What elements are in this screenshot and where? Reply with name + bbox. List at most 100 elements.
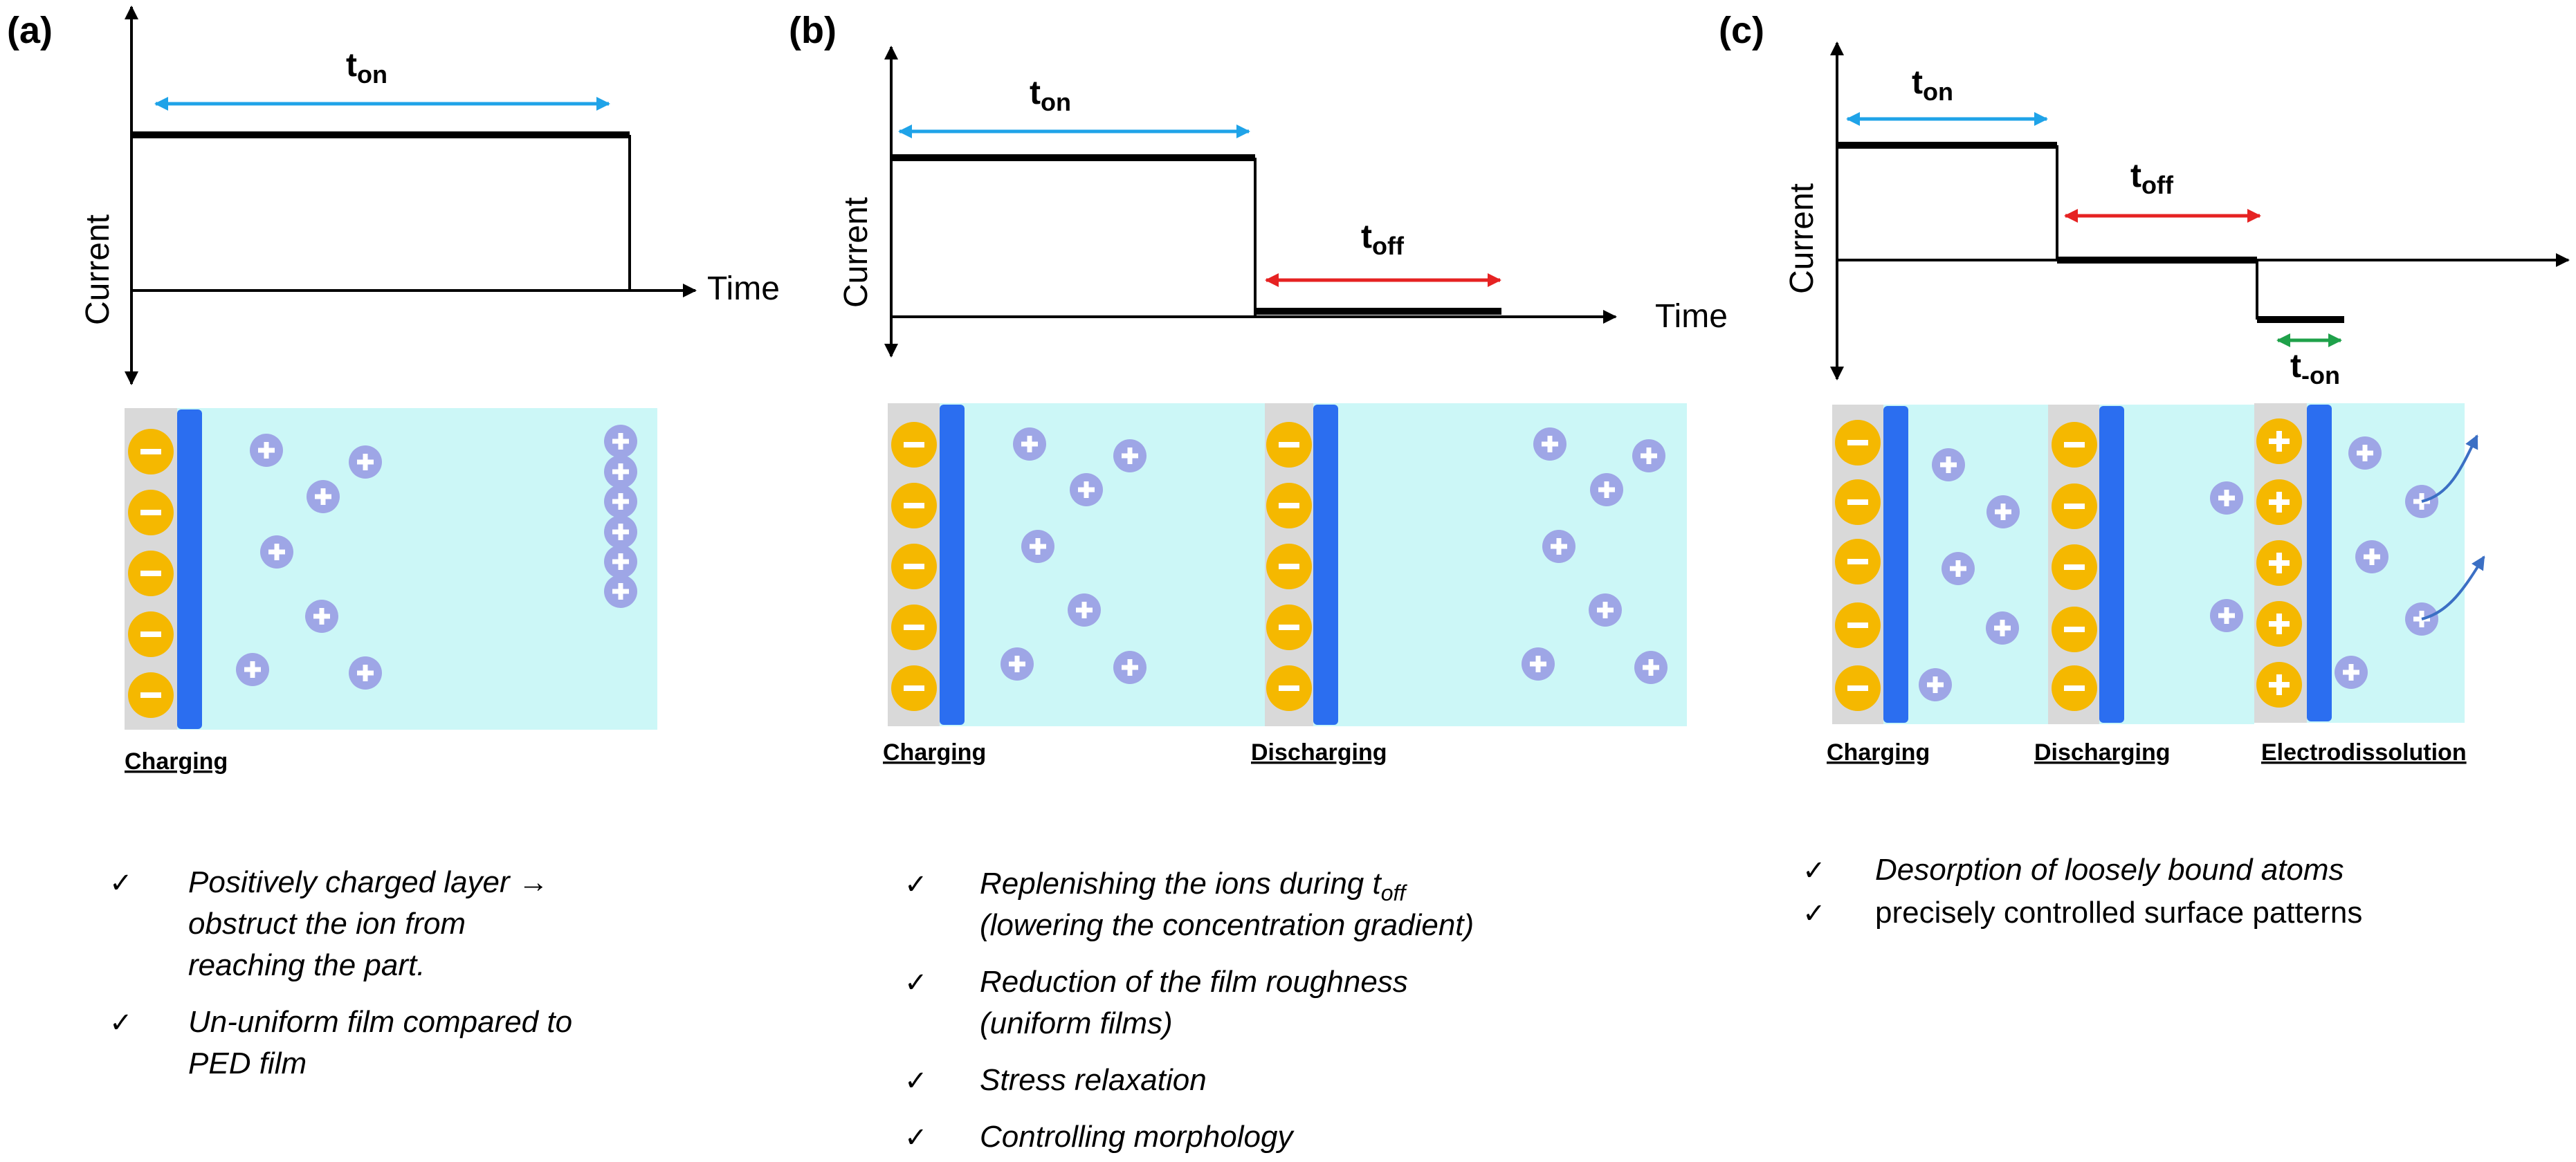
negative-charge-icon bbox=[2052, 483, 2097, 529]
panel-b-waveform: ton toff Current Time bbox=[838, 46, 1728, 358]
current-label: Current bbox=[80, 214, 116, 325]
cation-icon bbox=[2335, 656, 2368, 689]
caption-charging: Charging bbox=[883, 739, 986, 766]
bullet-text: Desorption of loosely bound atoms bbox=[1875, 853, 2344, 887]
check-icon: ✓ bbox=[109, 867, 133, 899]
cation-icon bbox=[1919, 668, 1952, 701]
adsorbed-anion-column bbox=[2052, 422, 2097, 711]
deposited-film bbox=[940, 405, 965, 725]
positive-charge-icon bbox=[2256, 479, 2302, 525]
cation-icon bbox=[250, 434, 283, 467]
bullet-text: Replenishing the ions during toff bbox=[980, 867, 1407, 905]
t-on-label: ton bbox=[1912, 64, 1953, 106]
cation-icon bbox=[305, 600, 338, 633]
cation-icon bbox=[604, 455, 637, 488]
negative-charge-icon bbox=[1835, 602, 1881, 648]
cation-icon bbox=[1113, 651, 1147, 684]
adsorbed-anion-column bbox=[1835, 420, 1881, 711]
deposited-film bbox=[1313, 405, 1338, 725]
check-icon: ✓ bbox=[904, 1122, 928, 1154]
cation-icon bbox=[307, 480, 340, 513]
cation-icon bbox=[604, 425, 637, 458]
cation-icon bbox=[1021, 530, 1054, 563]
t-on-label: ton bbox=[346, 47, 387, 89]
negative-charge-icon bbox=[2052, 665, 2097, 711]
cation-icon bbox=[260, 535, 293, 569]
negative-charge-icon bbox=[1266, 483, 1312, 528]
negative-charge-icon bbox=[128, 611, 174, 657]
cation-icon bbox=[2210, 481, 2243, 515]
adsorbed-anion-column bbox=[891, 422, 937, 711]
electrolyte bbox=[125, 408, 657, 730]
bullet-text: Controlling morphology bbox=[980, 1120, 1295, 1154]
cation-icon bbox=[1986, 611, 2019, 645]
negative-charge-icon bbox=[891, 483, 937, 528]
check-icon: ✓ bbox=[1802, 898, 1826, 930]
check-icon: ✓ bbox=[904, 967, 928, 999]
panel-b-cell-discharging bbox=[1265, 403, 1687, 726]
negative-charge-icon bbox=[2052, 544, 2097, 590]
positive-charge-icon bbox=[2256, 418, 2302, 464]
check-icon: ✓ bbox=[1802, 855, 1826, 887]
negative-charge-icon bbox=[128, 551, 174, 596]
deposited-film bbox=[2099, 406, 2124, 723]
negative-charge-icon bbox=[1266, 665, 1312, 711]
cation-group bbox=[1522, 427, 1668, 684]
panel-a-letter: (a) bbox=[7, 10, 53, 51]
deposited-film bbox=[177, 409, 202, 729]
negative-charge-icon bbox=[128, 429, 174, 474]
bullet-item: ✓Replenishing the ions during toff(lower… bbox=[904, 867, 1474, 942]
negative-charge-icon bbox=[128, 672, 174, 718]
panel-c: (c) ton toff t-on Current bbox=[1719, 10, 2570, 930]
panel-a: (a) ton Current Time Charging ✓Positivel… bbox=[7, 6, 780, 1080]
bullet-text: Stress relaxation bbox=[980, 1063, 1207, 1097]
cation-icon bbox=[1932, 448, 1965, 481]
cation-icon bbox=[604, 545, 637, 578]
negative-charge-icon bbox=[891, 605, 937, 650]
bullet-item: ✓Stress relaxation bbox=[904, 1063, 1207, 1097]
cation-icon bbox=[1589, 593, 1622, 627]
positive-charge-icon bbox=[2256, 662, 2302, 708]
desorption-arrow bbox=[2421, 434, 2478, 503]
cation-icon bbox=[1113, 439, 1147, 472]
panel-a-cell-charging bbox=[125, 408, 657, 730]
check-icon: ✓ bbox=[109, 1007, 133, 1039]
bullet-text: precisely controlled surface patterns bbox=[1875, 896, 2362, 930]
caption-charging: Charging bbox=[1827, 739, 1930, 766]
cation-icon bbox=[2355, 540, 2388, 573]
negative-charge-icon bbox=[1835, 539, 1881, 584]
panel-b-letter: (b) bbox=[789, 10, 837, 51]
cation-icon bbox=[1634, 651, 1668, 684]
negative-charge-icon bbox=[1835, 420, 1881, 465]
current-label: Current bbox=[838, 197, 875, 308]
panel-c-cell-discharging bbox=[2048, 405, 2254, 724]
positive-charge-icon bbox=[2256, 540, 2302, 586]
cation-icon bbox=[2348, 436, 2382, 470]
desorption-arrow bbox=[2421, 555, 2485, 620]
check-icon: ✓ bbox=[904, 869, 928, 901]
panel-b-cell-charging bbox=[888, 403, 1265, 726]
negative-charge-icon bbox=[1266, 544, 1312, 589]
cation-icon bbox=[1542, 530, 1575, 563]
cation-icon bbox=[2210, 599, 2243, 632]
cation-icon bbox=[1533, 427, 1566, 461]
negative-charge-icon bbox=[1835, 479, 1881, 525]
panel-bullet-list: ✓ Desorption of loosely bound atoms ✓ preci… bbox=[1802, 853, 2362, 930]
t-off-label: toff bbox=[2130, 158, 2174, 199]
bullet-text: Reduction of the film roughness bbox=[980, 965, 1408, 999]
cation-icon bbox=[1632, 439, 1665, 472]
cation-icon bbox=[604, 515, 637, 548]
cathode-cation-column bbox=[2256, 418, 2302, 708]
panel-b: (b) ton toff Current Time bbox=[789, 10, 1728, 1154]
caption-charging: Charging bbox=[125, 748, 228, 775]
caption-discharging: Discharging bbox=[2034, 739, 2170, 766]
negative-charge-icon bbox=[891, 665, 937, 711]
time-label: Time bbox=[707, 270, 780, 307]
negative-charge-icon bbox=[2052, 607, 2097, 652]
cation-icon bbox=[1986, 495, 2020, 528]
panel-c-waveform: ton toff t-on Current bbox=[1784, 42, 2570, 389]
t-on-label: ton bbox=[1030, 75, 1071, 116]
t-neg-on-label: t-on bbox=[2290, 348, 2340, 389]
